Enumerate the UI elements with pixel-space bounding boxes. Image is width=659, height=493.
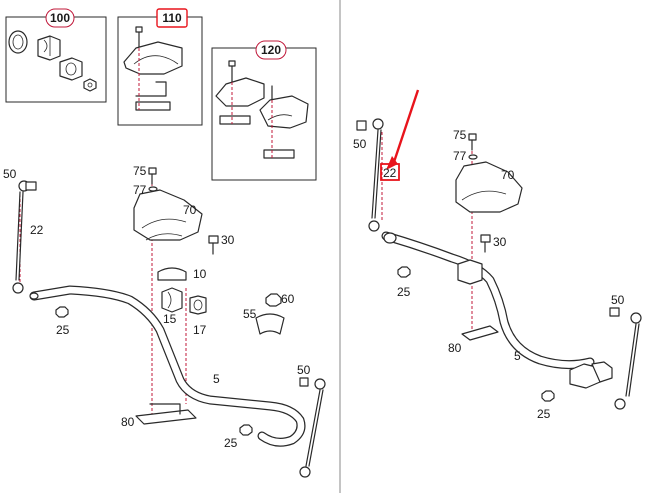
left-label-50b: 50 (297, 363, 311, 377)
left-label-15: 15 (163, 312, 177, 326)
right-label-50: 50 (353, 137, 367, 151)
right-label-70: 70 (501, 168, 515, 182)
right-washer-77[interactable] (468, 154, 478, 160)
left-label-10: 10 (193, 267, 207, 281)
left-label-25b: 25 (224, 436, 238, 450)
left-label-77: 77 (133, 183, 147, 197)
right-nut-25a[interactable] (397, 266, 411, 278)
kit-120-label: 120 (261, 43, 281, 57)
left-label-75: 75 (133, 164, 147, 178)
right-label-80: 80 (448, 341, 462, 355)
left-label-22: 22 (30, 223, 44, 237)
right-label-77: 77 (453, 149, 467, 163)
highlight-box (380, 163, 400, 181)
right-plate-80[interactable] (461, 325, 499, 341)
right-link-rod-right[interactable] (609, 307, 642, 410)
right-bushing-group[interactable] (569, 361, 613, 389)
kit-120-box[interactable]: 120 (211, 40, 317, 181)
left-nut-60[interactable] (265, 293, 282, 307)
left-link-rod-right[interactable] (299, 377, 326, 478)
kit-120-bracket-drawing (215, 60, 309, 159)
right-label-30: 30 (493, 235, 507, 249)
left-label-55: 55 (243, 307, 257, 321)
left-label-50: 50 (3, 167, 17, 181)
left-label-17: 17 (193, 323, 207, 337)
left-washer-77[interactable] (148, 186, 158, 192)
left-label-80: 80 (121, 415, 135, 429)
right-assembly: 50 22 75 77 70 30 25 80 5 50 25 (353, 89, 642, 421)
left-label-25a: 25 (56, 323, 70, 337)
right-label-25b: 25 (537, 407, 551, 421)
right-label-50b: 50 (611, 293, 625, 307)
left-label-5: 5 (213, 372, 220, 386)
left-nut-25b[interactable] (239, 424, 253, 436)
left-link-rod-22[interactable] (12, 180, 37, 294)
kit-110-box[interactable]: 110 (117, 8, 203, 126)
right-bolt-30[interactable] (480, 234, 491, 253)
left-clamp-10[interactable] (157, 267, 187, 281)
left-bushing-17[interactable] (189, 295, 207, 315)
right-label-25a: 25 (397, 285, 411, 299)
left-bushing-15[interactable] (161, 287, 183, 313)
kit-110-badge[interactable] (156, 8, 188, 28)
left-assembly: 50 22 75 77 70 30 10 60 55 15 17 25 5 50… (3, 164, 326, 478)
left-label-60: 60 (281, 292, 295, 306)
left-bolt-30[interactable] (208, 235, 219, 255)
highlight-part-22[interactable] (380, 89, 420, 181)
right-label-22: 22 (383, 166, 397, 180)
right-nut-25b[interactable] (541, 390, 555, 402)
kit-110-label: 110 (162, 11, 182, 25)
right-label-75: 75 (453, 128, 467, 142)
right-bolt-75[interactable] (468, 133, 477, 151)
left-shell-55[interactable] (255, 313, 285, 335)
right-link-rod-22[interactable] (356, 118, 384, 232)
left-bolt-75[interactable] (148, 167, 157, 185)
kit-100-badge[interactable] (45, 8, 75, 28)
right-bushing[interactable] (457, 259, 483, 285)
left-plate-80[interactable] (135, 409, 197, 425)
left-bracket-70[interactable] (133, 189, 203, 241)
left-label-70: 70 (183, 203, 197, 217)
right-stabilizer-bar-5[interactable] (381, 231, 595, 370)
kit-110-bracket-drawing (123, 26, 183, 111)
right-label-5: 5 (514, 349, 521, 363)
kit-100-label: 100 (50, 11, 70, 25)
right-bracket-70[interactable] (455, 161, 523, 213)
kit-100-box[interactable]: 100 (5, 8, 107, 103)
left-stabilizer-bar-5[interactable] (29, 285, 306, 447)
left-nut-25a[interactable] (55, 306, 69, 318)
kit-100-bushing-drawing (8, 30, 97, 92)
left-label-30: 30 (221, 233, 235, 247)
kit-120-badge[interactable] (255, 40, 287, 60)
